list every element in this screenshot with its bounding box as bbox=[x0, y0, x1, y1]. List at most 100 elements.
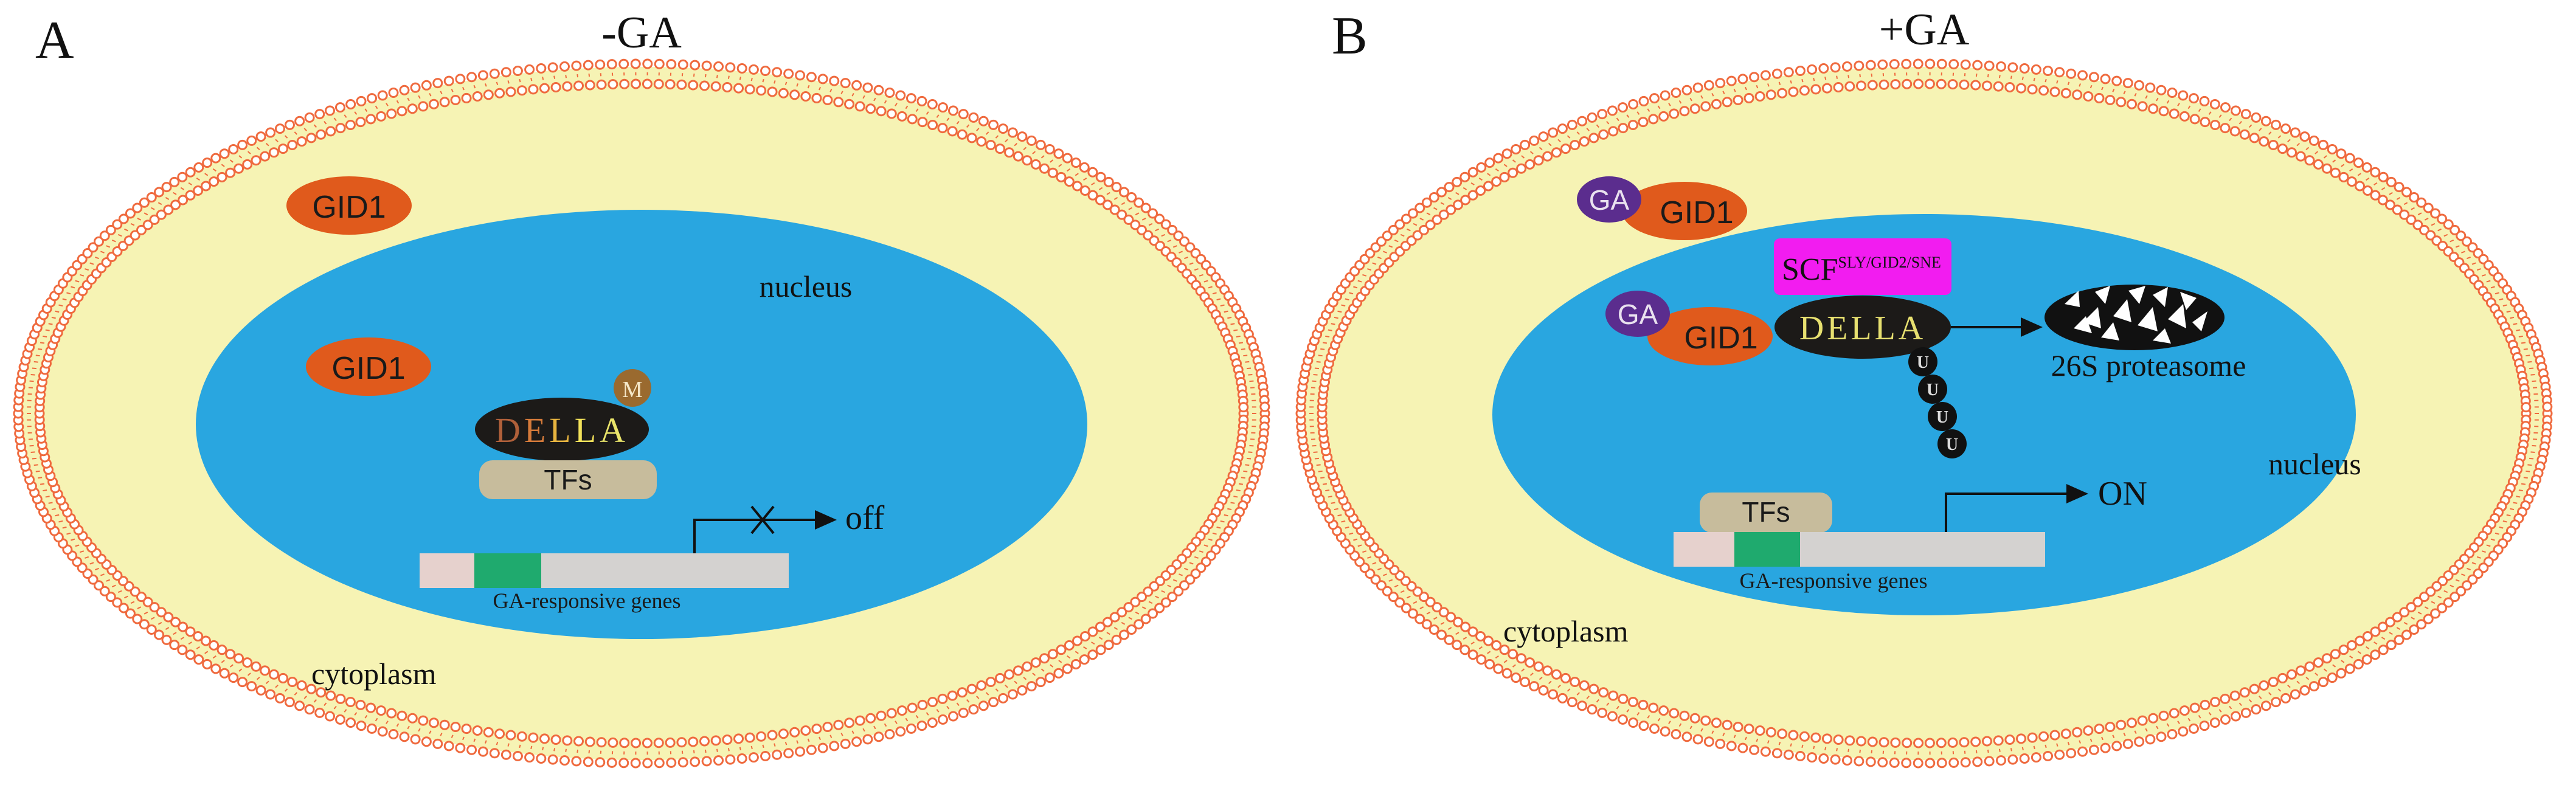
lipid-head bbox=[345, 120, 356, 131]
lipid-tail bbox=[1463, 187, 1467, 190]
lipid-head bbox=[2392, 204, 2403, 215]
lipid-tail bbox=[1626, 709, 1630, 713]
lipid-tail bbox=[1334, 316, 1338, 319]
lipid-tail bbox=[35, 470, 40, 472]
lipid-head bbox=[2327, 143, 2338, 154]
lipid-tail bbox=[1678, 723, 1682, 727]
lipid-head bbox=[968, 704, 979, 715]
lipid-tail bbox=[1433, 207, 1438, 210]
lipid-head bbox=[1948, 757, 1959, 768]
lipid-head bbox=[995, 143, 1006, 154]
lipid-head bbox=[2111, 75, 2122, 86]
lipid-tail bbox=[38, 348, 43, 350]
lipid-head bbox=[399, 731, 410, 742]
lipid-tail bbox=[111, 584, 116, 588]
lipid-head bbox=[1877, 757, 1888, 768]
lipid-head bbox=[676, 79, 687, 90]
lipid-tail bbox=[1377, 567, 1382, 571]
lipid-tail bbox=[247, 151, 251, 154]
lipid-head bbox=[2437, 213, 2448, 224]
lipid-head bbox=[1160, 219, 1171, 230]
lipid-head bbox=[654, 58, 665, 69]
lipid-head bbox=[1628, 717, 1639, 728]
lipid-head bbox=[767, 730, 778, 741]
lipid-tail bbox=[1529, 151, 1534, 154]
lipid-head bbox=[630, 58, 641, 69]
lipid-tail bbox=[1495, 168, 1499, 172]
lipid-tail bbox=[2123, 91, 2126, 95]
scf-main-text: SCF bbox=[1782, 252, 1838, 287]
lipid-head bbox=[1030, 657, 1041, 668]
lipid-head bbox=[2249, 133, 2260, 143]
lipid-tail bbox=[1199, 274, 1203, 277]
lipid-head bbox=[1538, 685, 1549, 696]
lipid-tail bbox=[1700, 95, 1703, 99]
lipid-head bbox=[619, 738, 630, 748]
lipid-tail bbox=[1091, 641, 1095, 645]
lipid-tail bbox=[106, 579, 111, 582]
lipid-head bbox=[760, 65, 771, 76]
lipid-head bbox=[494, 88, 505, 99]
lipid-tail bbox=[1778, 742, 1781, 745]
lipid-head bbox=[193, 185, 204, 196]
lipid-tail bbox=[1121, 621, 1126, 625]
della-a bbox=[475, 398, 649, 461]
lipid-tail bbox=[256, 147, 260, 150]
lipid-tail bbox=[1199, 550, 1203, 553]
lipid-head bbox=[653, 738, 664, 748]
lipid-head bbox=[2318, 139, 2328, 150]
lipid-head bbox=[2072, 727, 2083, 738]
lipid-head bbox=[608, 79, 618, 90]
lipid-head bbox=[1902, 738, 1913, 748]
lipid-head bbox=[1154, 213, 1165, 224]
lipid-head bbox=[1733, 95, 1743, 106]
ga-nucleus-b bbox=[1605, 291, 1670, 337]
lipid-tail bbox=[2495, 292, 2499, 295]
lipid-tail bbox=[1871, 750, 1873, 754]
lipid-head bbox=[2313, 657, 2324, 668]
lipid-head bbox=[1538, 131, 1549, 142]
lipid-head bbox=[1841, 755, 1852, 766]
lipid-head bbox=[1438, 209, 1449, 220]
lipid-tail bbox=[1987, 749, 1989, 753]
lipid-head bbox=[489, 748, 500, 759]
lipid-head bbox=[1452, 640, 1463, 651]
lipid-head bbox=[536, 753, 547, 764]
lipid-head bbox=[2399, 607, 2410, 618]
lipid-head bbox=[1035, 677, 1046, 688]
lipid-head bbox=[2394, 634, 2405, 645]
lipid-tail bbox=[1241, 348, 1245, 350]
lipid-tail bbox=[2437, 228, 2442, 232]
lipid-head bbox=[1560, 672, 1571, 683]
lipid-head bbox=[149, 602, 160, 613]
lipid-head bbox=[225, 167, 236, 178]
lipid-tail bbox=[542, 747, 544, 750]
lipid-head bbox=[865, 103, 876, 114]
lipid-head bbox=[783, 68, 794, 79]
lipid-tail bbox=[2437, 595, 2442, 599]
gene-a-label: GA-responsive genes bbox=[493, 589, 681, 613]
lipid-head bbox=[550, 734, 561, 745]
lipid-tail bbox=[451, 89, 454, 92]
lipid-tail bbox=[1470, 641, 1475, 645]
lipid-head bbox=[376, 111, 387, 122]
lipid-tail bbox=[58, 520, 63, 523]
lipid-tail bbox=[462, 86, 465, 91]
lipid-tail bbox=[2134, 92, 2137, 97]
lipid-tail bbox=[1576, 692, 1581, 696]
lipid-head bbox=[1548, 127, 1559, 138]
lipid-head bbox=[2370, 190, 2381, 201]
lipid-head bbox=[2019, 753, 2030, 764]
lipid-tail bbox=[1241, 477, 1245, 479]
lipid-head bbox=[1421, 197, 1432, 208]
lipid-head bbox=[896, 705, 907, 716]
lipid-head bbox=[1617, 102, 1628, 113]
lipid-head bbox=[1867, 80, 1878, 91]
lipid-head bbox=[829, 741, 840, 752]
gid1-cytoplasm-b-label: GID1 bbox=[1660, 195, 1733, 230]
lipid-tail bbox=[2145, 95, 2148, 99]
lipid-tail bbox=[1224, 310, 1228, 313]
lipid-tail bbox=[111, 239, 116, 243]
lipid-tail bbox=[1689, 97, 1692, 102]
lipid-head bbox=[811, 92, 822, 103]
